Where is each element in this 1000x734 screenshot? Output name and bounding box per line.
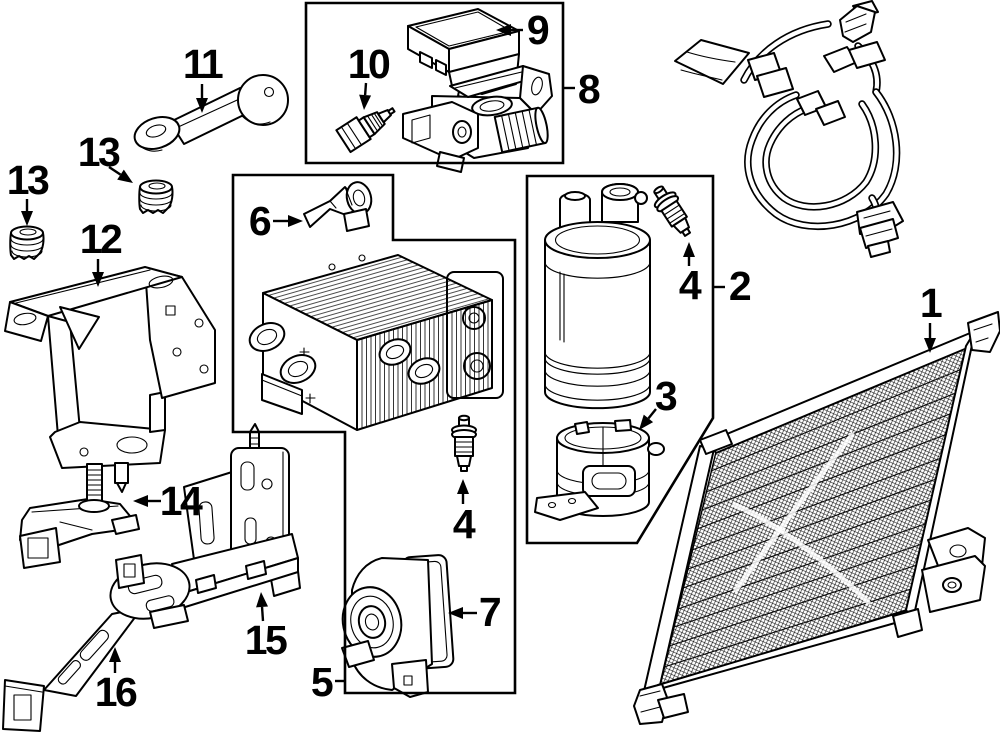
arrowhead: [256, 592, 269, 608]
bracket-part-16: [2, 554, 191, 732]
callout-13-14[interactable]: 13: [7, 157, 52, 226]
sensor-part-10: [335, 107, 396, 154]
callout-label-1[interactable]: 1: [920, 280, 945, 326]
callout-label-12[interactable]: 12: [80, 216, 125, 262]
callout-13-13[interactable]: 13: [78, 129, 133, 183]
arrowhead: [448, 607, 463, 619]
callout-label-13[interactable]: 13: [7, 157, 52, 203]
callout-label-4[interactable]: 4: [679, 262, 705, 308]
bracket-arm-part-11: [133, 74, 289, 152]
callout-label-4[interactable]: 4: [453, 501, 479, 547]
bracket-part-15: [171, 423, 301, 609]
callout-7-7[interactable]: 7: [448, 589, 503, 635]
arrowhead: [457, 479, 469, 494]
assembly-box-drier-group: [525, 174, 715, 545]
arrowhead: [21, 211, 33, 226]
arrowhead: [683, 242, 695, 257]
receiver-drier-part-2: [544, 183, 651, 410]
callout-label-11[interactable]: 11: [183, 41, 226, 87]
callout-label-5[interactable]: 5: [311, 659, 336, 705]
callout-15-16[interactable]: 15: [245, 592, 290, 663]
leader-line: [108, 166, 122, 176]
leader-line: [363, 82, 368, 96]
callout-16-17[interactable]: 16: [95, 647, 140, 715]
arrowhead: [359, 94, 372, 110]
drier-bracket-part-3: [534, 419, 665, 521]
arrowhead: [639, 414, 654, 430]
callout-label-8[interactable]: 8: [578, 66, 603, 112]
callout-12-12[interactable]: 12: [80, 216, 125, 287]
arrowhead: [109, 647, 121, 662]
arrowhead: [496, 24, 511, 36]
callout-label-15[interactable]: 15: [245, 617, 290, 663]
assembly-box-module-group: [304, 1, 565, 165]
leader-line: [647, 408, 657, 420]
condenser-part-1: [633, 311, 1000, 725]
sensor-part-7: [341, 554, 455, 698]
callout-label-9[interactable]: 9: [527, 7, 552, 53]
leader-line: [260, 606, 265, 622]
wiring-harness: [674, 0, 904, 258]
arrowhead: [924, 338, 936, 353]
callout-label-10[interactable]: 10: [348, 41, 393, 87]
grommet-part-13a: [138, 179, 174, 214]
callout-label-13[interactable]: 13: [78, 129, 123, 175]
callout-label-2[interactable]: 2: [729, 263, 754, 309]
arrowhead: [92, 272, 104, 287]
assembly-box-cooler-group: [231, 173, 517, 695]
callout-11-11[interactable]: 11: [183, 41, 226, 113]
bracket-part-12: [4, 266, 216, 493]
oil-cooler-part-5: [248, 254, 504, 431]
arrowhead: [133, 495, 148, 507]
callout-label-14[interactable]: 14: [160, 478, 206, 524]
callout-label-16[interactable]: 16: [95, 669, 140, 715]
bracket-assembly-part-8: [402, 65, 553, 173]
callout-10-10[interactable]: 10: [348, 41, 393, 110]
callout-label-3[interactable]: 3: [655, 373, 680, 419]
bracket-part-6: [303, 181, 373, 232]
callout-14-15[interactable]: 14: [133, 478, 206, 524]
arrowhead: [288, 215, 303, 227]
grommet-part-13b: [9, 225, 45, 260]
callout-label-7[interactable]: 7: [479, 589, 503, 635]
callout-label-6[interactable]: 6: [249, 198, 274, 244]
arrowhead: [117, 169, 133, 183]
bracket-part-14: [19, 463, 140, 569]
arrowhead: [196, 98, 208, 113]
